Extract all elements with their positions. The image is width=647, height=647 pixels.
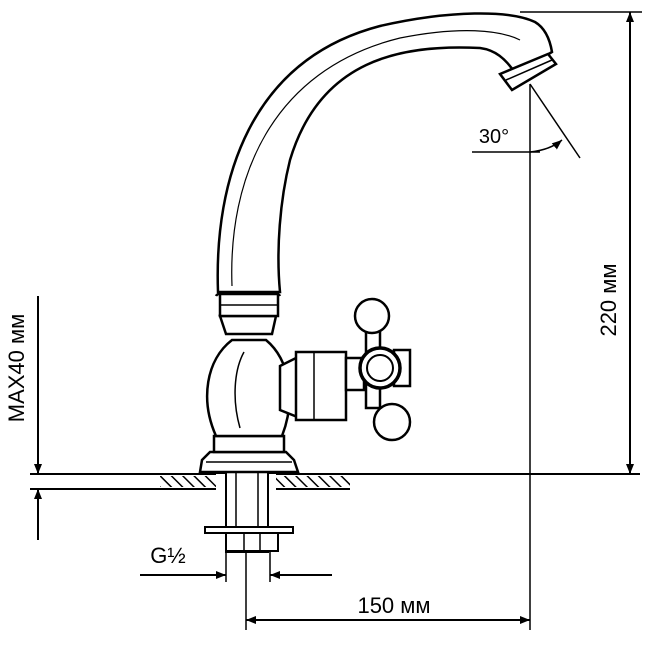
- dimension-thread: G½: [140, 543, 332, 579]
- dimension-max-thickness: MAX40 мм: [4, 296, 42, 540]
- thread-label: G½: [150, 543, 185, 568]
- dimension-reach: 150 мм: [245, 84, 531, 630]
- mounting-nut: [225, 532, 279, 552]
- height-label: 220 мм: [596, 263, 621, 336]
- dimension-angle: 30°: [472, 83, 581, 159]
- valve-handle: [278, 297, 412, 442]
- handle-knob-bottom: [372, 402, 412, 442]
- aerator: [498, 52, 558, 92]
- mounting-shank: [204, 471, 294, 582]
- faucet-body: [198, 288, 300, 474]
- faucet-spout: [216, 12, 558, 294]
- handle-knob-top: [353, 297, 391, 335]
- dimension-height: 220 мм: [520, 11, 642, 474]
- max-thickness-label: MAX40 мм: [4, 314, 29, 423]
- counter-surface: [30, 473, 640, 490]
- reach-label: 150 мм: [357, 593, 430, 618]
- angle-label: 30°: [479, 126, 509, 148]
